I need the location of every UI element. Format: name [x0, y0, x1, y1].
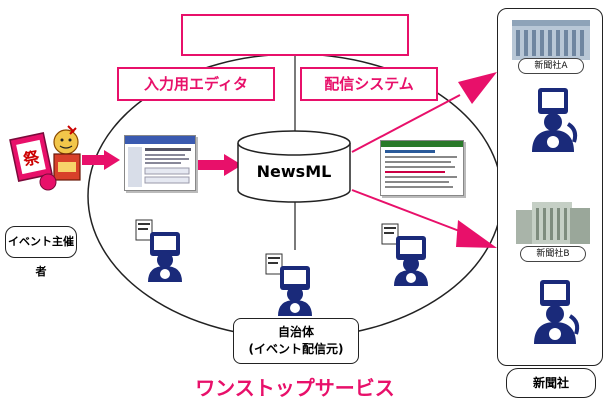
database-cylinder-icon: [237, 130, 351, 203]
arrow-to-company-a: [351, 72, 497, 153]
arrow-to-company-b: [351, 189, 497, 248]
editor-label: 入力用エディタ: [117, 67, 275, 101]
building-icon: [512, 20, 590, 60]
organizer-label: イベント主催者: [5, 226, 77, 278]
newsml-label: NewsML: [256, 162, 332, 181]
page-title: [181, 14, 409, 56]
delivery-screen-thumbnail: [380, 140, 464, 196]
newspaper-label: 新聞社: [506, 368, 596, 398]
company-a-label: 新聞社A: [518, 58, 584, 74]
person-at-computer-icon: [381, 223, 428, 286]
svg-text:祭: 祭: [21, 147, 43, 169]
arrow-festival-to-editor: [82, 150, 120, 170]
one-stop-service-label: ワンストップサービス: [195, 376, 395, 400]
municipality-line1: 自治体: [277, 325, 314, 339]
municipality-label: 自治体 (イベント配信元): [233, 318, 359, 364]
editor-screen-thumbnail: [124, 135, 196, 191]
person-at-computer-icon: [265, 253, 312, 316]
person-at-computer-icon: [532, 88, 578, 152]
person-at-computer-icon: [534, 280, 580, 344]
person-at-computer-icon: [135, 219, 182, 282]
municipality-line2: (イベント配信元): [248, 342, 344, 356]
arrow-editor-to-newsml: [196, 154, 242, 176]
delivery-label: 配信システム: [300, 67, 438, 101]
building-icon: [516, 202, 590, 244]
festival-clipart-icon: 祭: [9, 125, 81, 191]
company-b-label: 新聞社B: [520, 246, 586, 262]
